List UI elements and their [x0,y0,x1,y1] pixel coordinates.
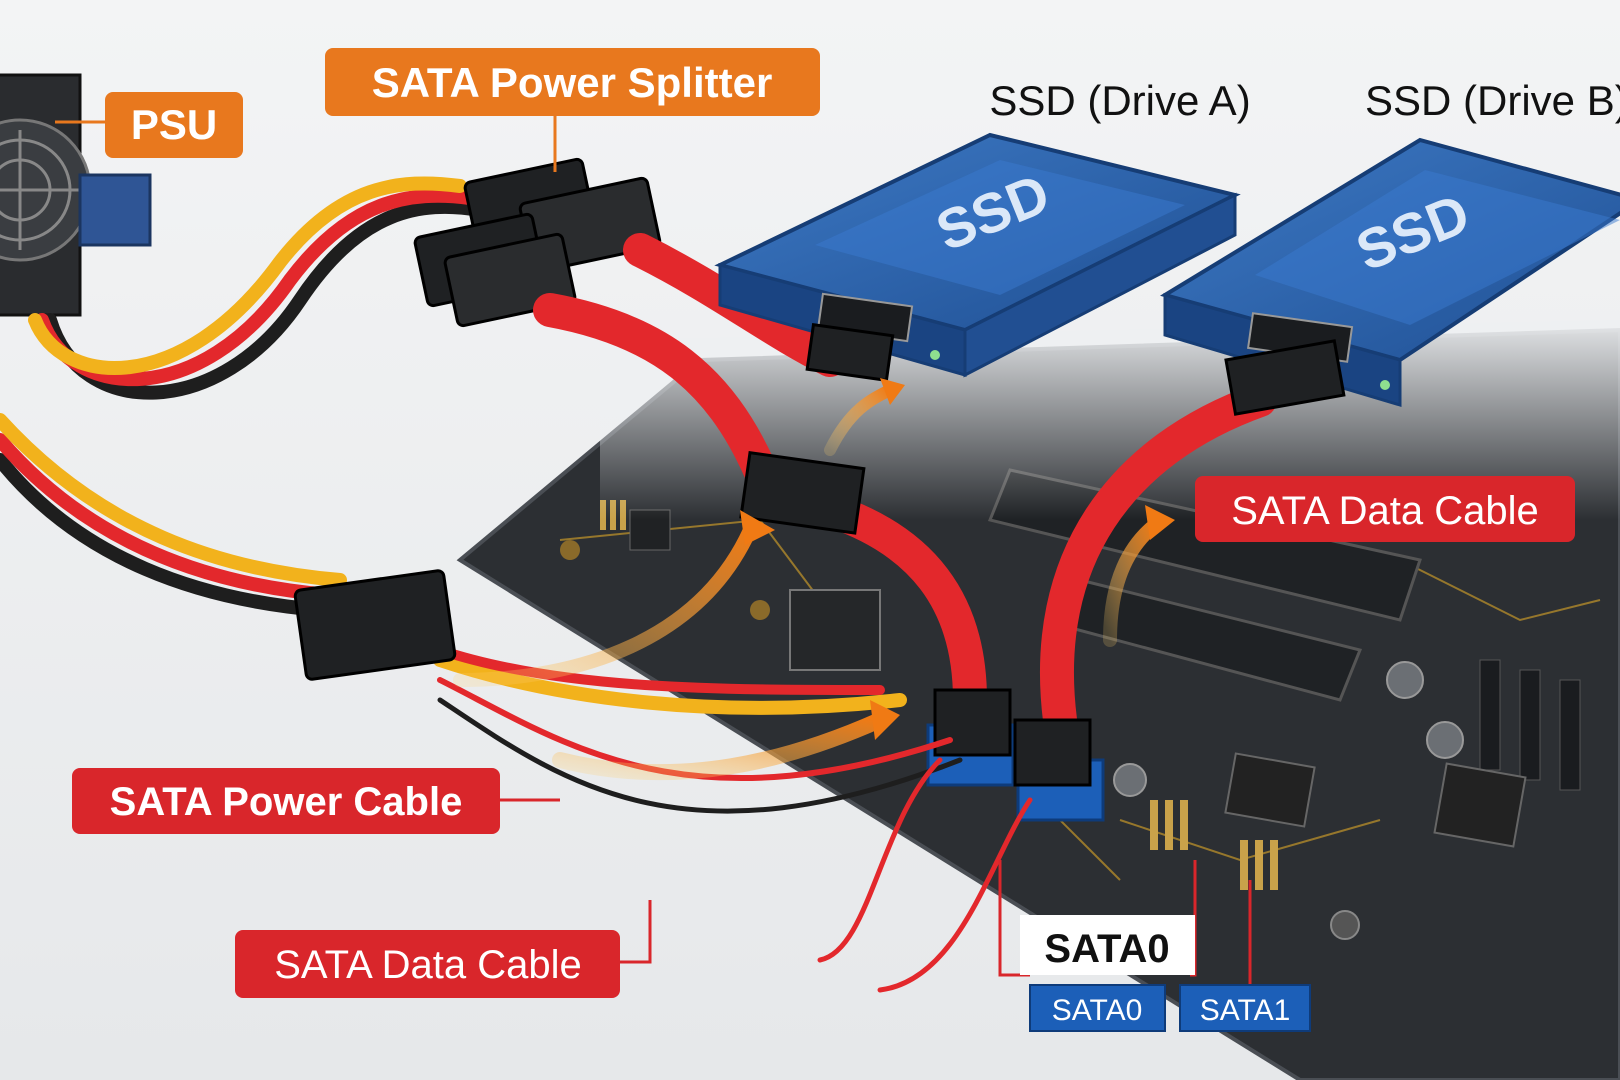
thin-data-wires [817,757,1033,993]
inline-connector [739,450,866,535]
label-psu: PSU [105,92,243,158]
arrow-icon [824,384,896,456]
psu-cables [0,176,487,617]
svg-text:SATA Data Cable: SATA Data Cable [1231,489,1539,533]
svg-text:SATA1: SATA1 [1200,994,1291,1027]
label-power-cable: SATA Power Cable [72,768,500,834]
svg-text:SATA Power Cable: SATA Power Cable [110,780,463,824]
label-data-cable-bottom: SATA Data Cable [235,930,620,998]
sata1-plug [1013,718,1092,787]
power-connector-lower [293,569,457,681]
svg-text:SATA Power Splitter: SATA Power Splitter [372,59,773,106]
label-sata0-callout: SATA0 [1020,915,1195,975]
label-drive-a: SSD (Drive A) [989,77,1250,124]
arrow-icon [453,523,757,687]
label-data-cable-right: SATA Data Cable [1195,476,1575,542]
data-cable-drive-b [1039,383,1277,737]
ssd-a-power-plug [805,322,895,383]
label-port-sata1: SATA1 [1179,984,1311,1032]
data-cable-sata0 [813,493,987,717]
svg-text:SATA Data Cable: SATA Data Cable [274,943,582,987]
label-drive-b: SSD (Drive B) [1365,77,1620,124]
svg-text:PSU: PSU [131,101,217,148]
svg-text:SATA0: SATA0 [1044,927,1169,971]
label-port-sata0: SATA0 [1029,984,1166,1032]
label-power-splitter: SATA Power Splitter [325,48,820,116]
drive-b-data-plug [1224,339,1346,416]
ssd-drive-a: SSD [714,132,1241,378]
board-components [560,500,1527,940]
psu-unit [0,73,152,317]
flow-arrows [453,378,1175,781]
arrow-icon [1103,518,1162,647]
arrow-icon [552,712,888,781]
sata0-plug [933,688,1012,757]
svg-text:SATA0: SATA0 [1052,994,1143,1027]
